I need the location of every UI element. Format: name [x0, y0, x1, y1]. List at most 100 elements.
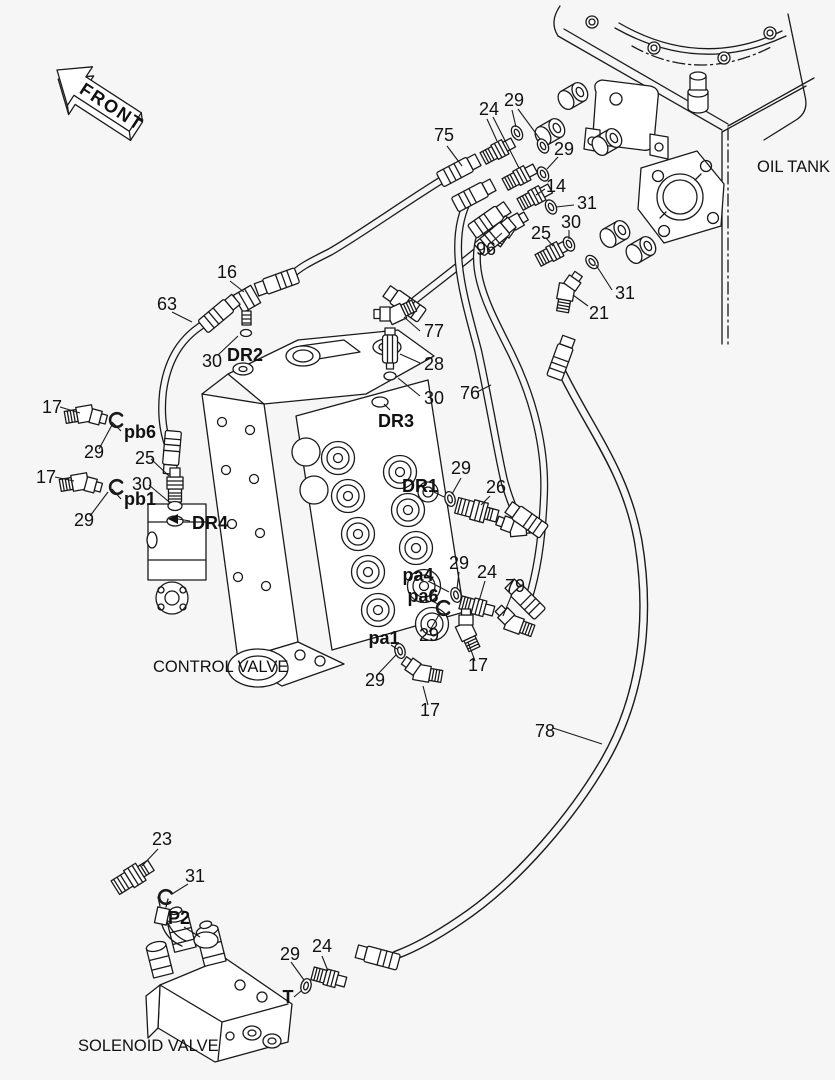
tank-bolt	[763, 26, 777, 40]
hose-76-ferrule	[450, 177, 498, 213]
callout-29: 29	[449, 553, 469, 573]
tank-corner-edge	[553, 5, 561, 37]
tank-port-bushing	[622, 233, 660, 267]
callout-63: 63	[157, 294, 177, 314]
tank-top-right-edge	[721, 77, 815, 133]
callout-30: 30	[561, 212, 581, 232]
port-label-pb6: pb6	[124, 422, 156, 442]
callout-29: 29	[74, 510, 94, 530]
callout-24: 24	[477, 562, 497, 582]
o-ring-30	[239, 328, 253, 338]
oil-tank-outline	[531, 5, 815, 349]
port-label-p2: P2	[168, 908, 190, 928]
front-arrow-face	[56, 66, 142, 132]
solenoid-valve-assembly	[109, 856, 402, 1063]
callout-96: 96	[476, 239, 496, 259]
callout-29: 29	[419, 625, 439, 645]
tank-manhole-arc-hidden	[631, 45, 774, 66]
valve-port-cap	[360, 592, 396, 628]
oil-tank-label: OIL TANK	[757, 158, 830, 176]
elbow-17	[63, 401, 111, 434]
fitting-24-adapter	[309, 964, 349, 991]
port-label-dr4: DR4	[192, 513, 228, 533]
tank-cap-nut	[687, 71, 709, 114]
valve-filler-cap	[285, 345, 321, 367]
solenoid-valve-label: SOLENOID VALVE	[78, 1037, 219, 1055]
control-valve-body	[146, 329, 465, 688]
leader-lines	[54, 108, 613, 998]
port-dr2	[232, 362, 254, 376]
callout-79: 79	[505, 576, 525, 596]
callout-76: 76	[460, 383, 480, 403]
callout-29: 29	[84, 442, 104, 462]
solenoid-body-side	[145, 984, 161, 1039]
fitting-25-adapter	[166, 467, 184, 503]
callout-29: 29	[365, 670, 385, 690]
callout-28: 28	[424, 354, 444, 374]
callout-16: 16	[217, 262, 237, 282]
control-valve-label: CONTROL VALVE	[153, 658, 288, 676]
port-label-pa4: pa4	[402, 565, 433, 585]
tank-bolt	[585, 15, 599, 29]
snap-ring-31	[156, 887, 174, 906]
callout-31: 31	[577, 193, 597, 213]
tank-right-edge	[763, 13, 807, 141]
solenoid-coil	[165, 906, 197, 953]
valve-port-cap	[320, 440, 356, 476]
callout-30: 30	[132, 474, 152, 494]
hose-78-ferrule	[546, 334, 578, 382]
tank-bolt	[647, 41, 661, 55]
callout-77: 77	[424, 321, 444, 341]
hose-75-ferrule	[435, 152, 483, 188]
port-label-dr1: DR1	[402, 476, 438, 496]
valve-port-cap	[350, 554, 386, 590]
fitting-23-adapter	[109, 856, 157, 897]
callout-29: 29	[504, 90, 524, 110]
port-p2-dome	[193, 931, 219, 949]
solenoid-boss	[242, 1025, 262, 1041]
snap-ring-pb1	[108, 478, 124, 496]
elbow-17	[58, 469, 106, 502]
callout-17: 17	[42, 397, 62, 417]
callout-26: 26	[486, 477, 506, 497]
callout-17: 17	[468, 655, 488, 675]
callout-29: 29	[280, 944, 300, 964]
callout-25: 25	[135, 448, 155, 468]
valve-port-cap-pa4	[398, 530, 434, 566]
fitting-24-adapter	[500, 160, 540, 193]
callout-29: 29	[451, 458, 471, 478]
callout-24: 24	[312, 936, 332, 956]
fitting-24-adapter	[478, 134, 518, 167]
callout-17: 17	[420, 700, 440, 720]
tank-bolt	[717, 51, 731, 65]
elbow-17	[397, 652, 446, 686]
o-ring-30	[167, 500, 183, 512]
callout-31: 31	[615, 283, 635, 303]
port-label-pa1: pa1	[368, 628, 399, 648]
callout-21: 21	[589, 303, 609, 323]
port-label-pb1: pb1	[124, 489, 156, 509]
solenoid-coil	[145, 940, 174, 979]
valve-bottom-flange	[227, 641, 345, 688]
filter-28	[381, 327, 399, 381]
tank-flange	[637, 150, 725, 244]
tank-port-bushing	[554, 79, 592, 113]
tee-16-dr2-stack	[232, 267, 301, 376]
port-label-dr2: DR2	[227, 345, 263, 365]
callout-24: 24	[479, 99, 499, 119]
callout-25: 25	[531, 223, 551, 243]
port-label-t: T	[283, 987, 294, 1007]
o-ring-30	[383, 371, 397, 381]
snap-ring-pb6	[108, 411, 124, 429]
front-direction-arrow: FRONT	[56, 66, 147, 142]
port-label-pa6: pa6	[407, 586, 438, 606]
callout-78: 78	[535, 721, 555, 741]
callout-23: 23	[152, 829, 172, 849]
valve-port-cap	[340, 516, 376, 552]
tank-manhole-arc	[614, 22, 787, 55]
elbow-21	[553, 267, 587, 316]
valve-port-cap	[330, 478, 366, 514]
callout-labels: 75 24 29 29 14 31 96 25 30 31 21 OIL TAN…	[36, 90, 830, 1055]
tank-port-bushing	[596, 217, 634, 251]
